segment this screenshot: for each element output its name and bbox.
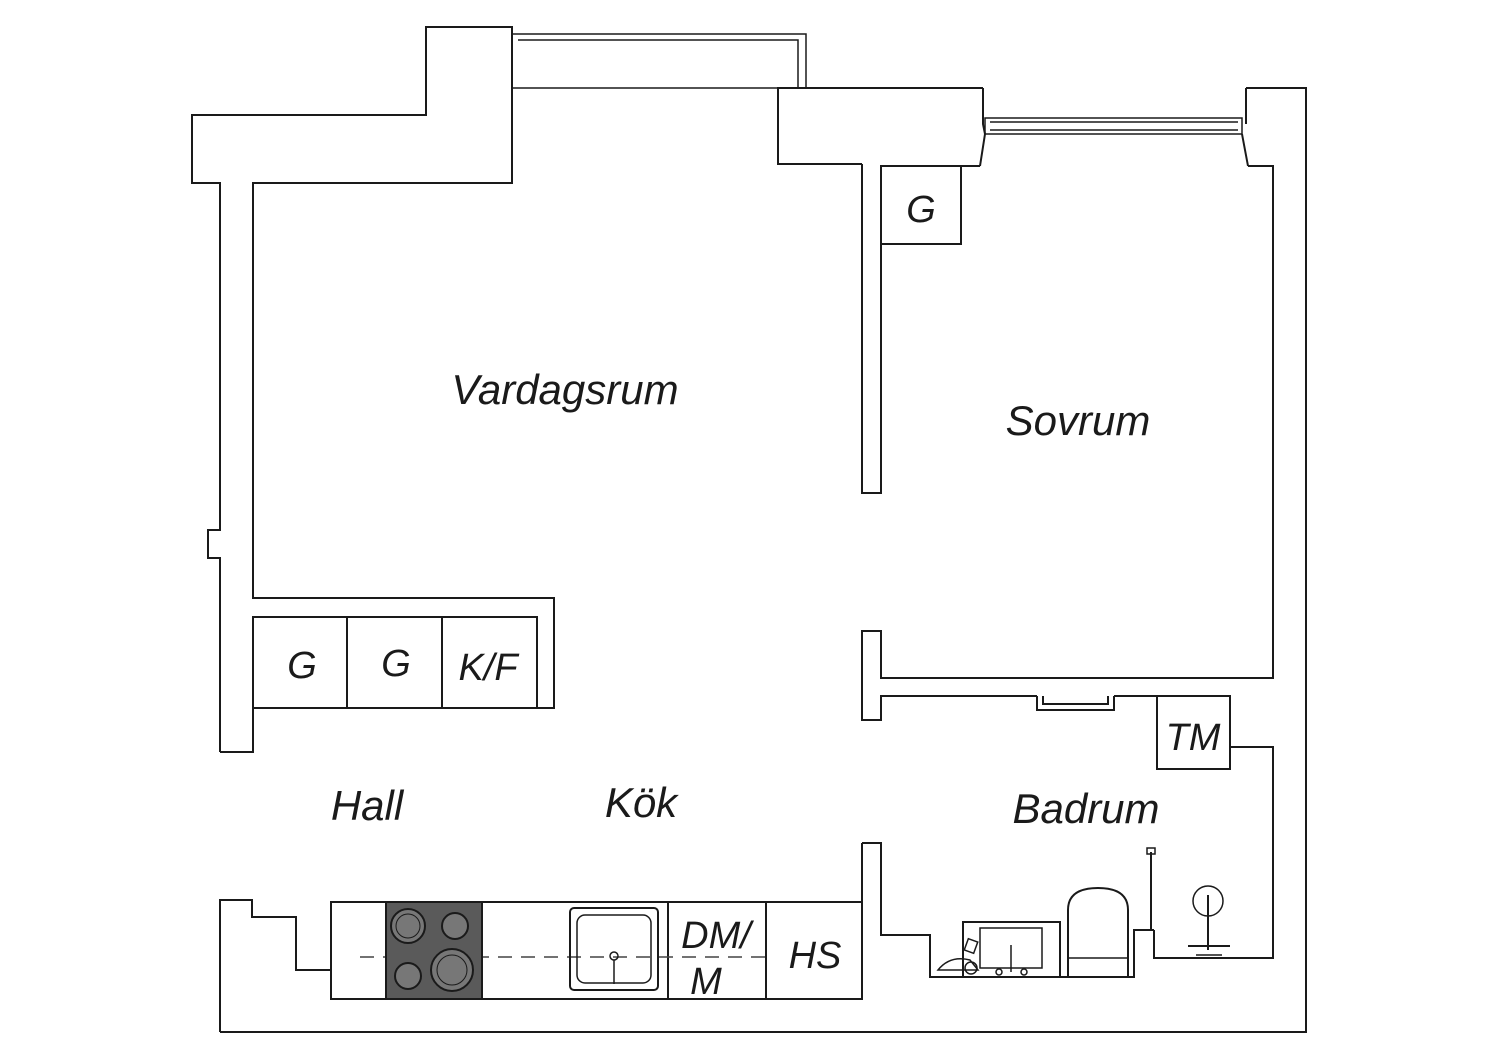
closet-hall-2-label: G <box>381 643 411 685</box>
dishwasher-label-line2: M <box>690 961 722 1003</box>
outer-walls <box>191 26 1307 1033</box>
kitchen-sink-icon <box>569 907 659 991</box>
shower-icon <box>1146 847 1230 956</box>
fridge-freezer-label: K/F <box>458 647 519 689</box>
hall-storage: G G K/F <box>252 616 538 709</box>
kitchen-counter: DM/ M HS <box>330 901 863 1003</box>
dishwasher-label-line1: DM/ <box>681 915 754 957</box>
bathroom-fixtures <box>936 847 1230 978</box>
room-label-sovrum: Sovrum <box>1006 397 1151 444</box>
window-bedroom <box>979 88 1249 167</box>
dryer-label: TM <box>1166 717 1221 759</box>
stove-icon <box>385 901 483 1000</box>
room-label-hall: Hall <box>331 782 405 829</box>
room-label-vardagsrum: Vardagsrum <box>451 366 678 413</box>
tap-icon <box>936 937 980 975</box>
room-label-badrum: Badrum <box>1012 785 1159 832</box>
closet-hall-1-label: G <box>287 645 317 687</box>
bedroom-walls <box>861 165 1274 959</box>
closet-bedroom: G <box>880 165 962 245</box>
room-label-kok: Kök <box>605 779 679 826</box>
toilet-icon <box>1067 886 1129 977</box>
cabinet-label: HS <box>789 935 842 977</box>
closet-bedroom-label: G <box>906 189 936 231</box>
washbasin-icon <box>962 921 1061 978</box>
dryer: TM <box>1156 695 1231 770</box>
